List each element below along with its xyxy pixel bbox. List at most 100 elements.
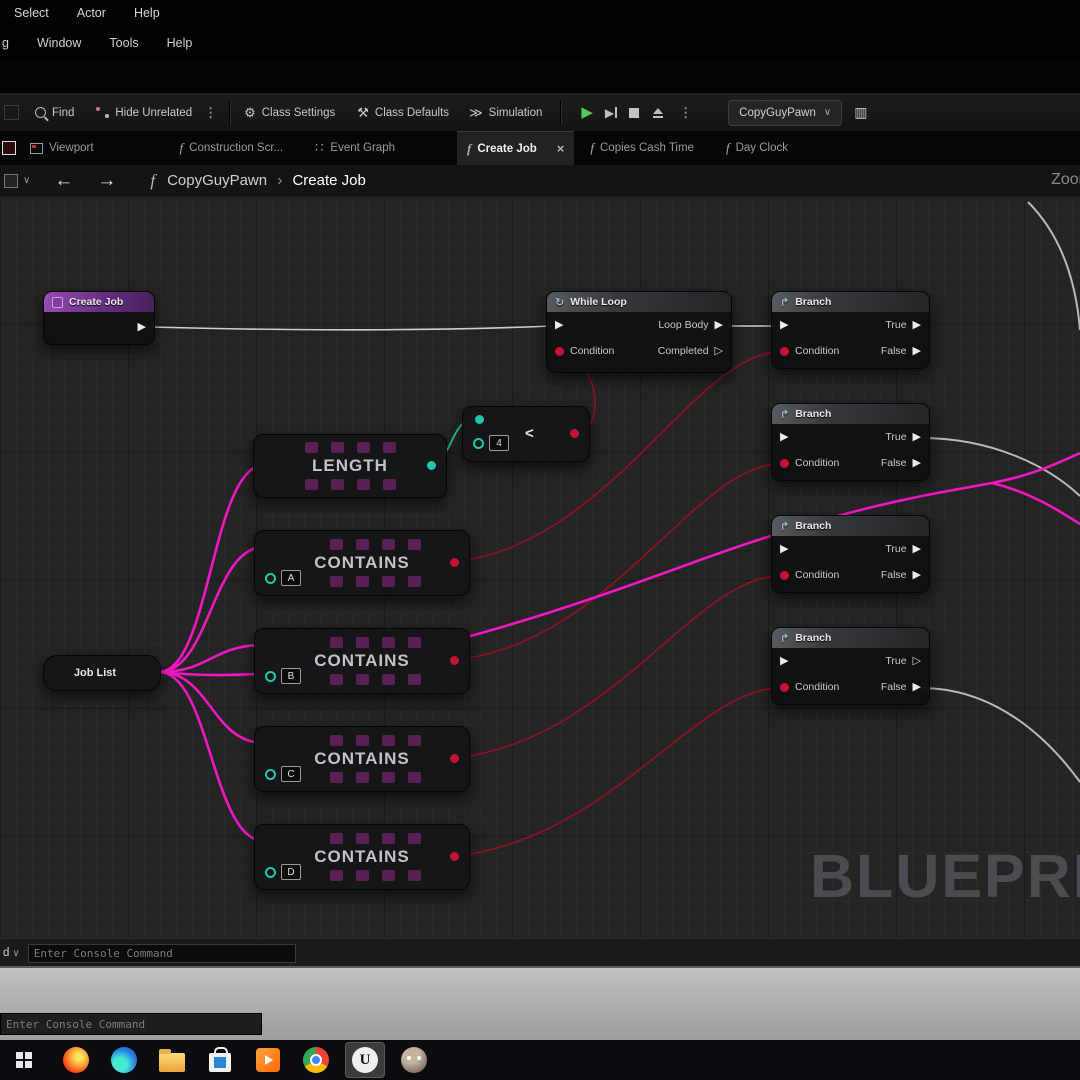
tab-event-graph[interactable]: ∷ Event Graph <box>305 131 405 165</box>
int-in-pin-a[interactable] <box>475 415 484 424</box>
contains-node-a[interactable]: CONTAINS A <box>254 530 470 596</box>
array-in-pin[interactable] <box>262 461 273 472</box>
bool-out-pin[interactable] <box>450 852 459 861</box>
forward-button[interactable]: → <box>97 171 116 190</box>
array-out-pin[interactable] <box>141 668 152 679</box>
graph-canvas[interactable]: Create Job ▶ ↻ While Loop ▶ Loop Body ▶ <box>0 196 1080 938</box>
breadcrumb-parent[interactable]: CopyGuyPawn <box>167 172 267 189</box>
item-value-input[interactable]: C <box>281 766 301 782</box>
item-in-pin[interactable] <box>265 867 276 878</box>
dock-icon[interactable] <box>4 174 18 188</box>
taskbar-file-explorer[interactable] <box>148 1040 196 1080</box>
false-exec-pin[interactable]: ▶ <box>913 458 921 469</box>
true-exec-pin[interactable]: ▷ <box>913 656 921 667</box>
console-command-input-secondary[interactable] <box>0 1013 262 1035</box>
object-browser-icon[interactable]: ▥ <box>854 104 867 121</box>
chevron-down-icon[interactable]: ∨ <box>23 175 30 186</box>
menu-help-2[interactable]: Help <box>153 36 207 50</box>
contains-node-b[interactable]: CONTAINS B <box>254 628 470 694</box>
bool-out-pin[interactable] <box>450 558 459 567</box>
condition-pin[interactable] <box>780 347 789 356</box>
branch-node-2[interactable]: ↱ Branch ▶ True▶ Condition False▶ <box>771 403 930 481</box>
true-exec-pin[interactable]: ▶ <box>913 432 921 443</box>
menu-debug-clipped[interactable]: g <box>0 36 23 50</box>
item-value-input[interactable]: D <box>281 864 301 880</box>
debug-object-dropdown[interactable]: CopyGuyPawn ∨ <box>728 100 842 126</box>
class-settings-button[interactable]: ⚙ Class Settings <box>244 105 335 121</box>
true-exec-pin[interactable]: ▶ <box>913 320 921 331</box>
while-loop-node[interactable]: ↻ While Loop ▶ Loop Body ▶ Condition Com… <box>546 291 732 373</box>
item-in-pin[interactable] <box>265 769 276 780</box>
tab-day-clock[interactable]: f Day Clock <box>716 131 798 165</box>
menu-actor[interactable]: Actor <box>63 6 120 20</box>
taskbar-unreal-active[interactable]: U <box>345 1042 385 1078</box>
exec-in-pin[interactable]: ▶ <box>555 320 563 331</box>
bool-out-pin[interactable] <box>450 656 459 665</box>
exec-in-pin[interactable]: ▶ <box>780 432 788 443</box>
taskbar-gimp[interactable] <box>390 1040 438 1080</box>
console-command-input[interactable] <box>28 944 296 963</box>
branch-node-4[interactable]: ↱ Branch ▶ True▷ Condition False▶ <box>771 627 930 705</box>
play-options-icon[interactable]: ⋮ <box>679 105 692 121</box>
taskbar-movies[interactable] <box>244 1040 292 1080</box>
true-exec-pin[interactable]: ▶ <box>913 544 921 555</box>
item-value-input[interactable]: B <box>281 668 301 684</box>
item-value-input[interactable]: A <box>281 570 301 586</box>
int-value-input[interactable]: 4 <box>489 435 509 451</box>
hide-unrelated-button[interactable]: Hide Unrelated <box>96 107 192 119</box>
play-button[interactable]: ▶ <box>581 105 593 120</box>
find-button[interactable]: Find <box>35 107 74 119</box>
console-dropdown-clipped[interactable]: d <box>3 947 9 959</box>
close-icon[interactable]: × <box>557 141 565 156</box>
array-in-pin[interactable] <box>263 543 274 554</box>
contains-node-c[interactable]: CONTAINS C <box>254 726 470 792</box>
condition-pin[interactable] <box>555 347 564 356</box>
condition-pin[interactable] <box>780 683 789 692</box>
tab-copies-cash-time[interactable]: f Copies Cash Time <box>580 131 704 165</box>
false-exec-pin[interactable]: ▶ <box>913 570 921 581</box>
window-menu-icon[interactable] <box>4 105 19 120</box>
taskbar-store[interactable] <box>196 1040 244 1080</box>
completed-exec-pin[interactable]: ▷ <box>715 346 723 357</box>
simulation-button[interactable]: ≫ Simulation <box>469 105 542 121</box>
tab-create-job[interactable]: f Create Job × <box>457 131 574 166</box>
tab-construction-script[interactable]: f Construction Scr... <box>170 131 294 165</box>
bool-out-pin[interactable] <box>570 429 579 438</box>
class-defaults-button[interactable]: ⚒ Class Defaults <box>357 105 449 121</box>
eject-button[interactable] <box>653 108 663 114</box>
taskbar-chrome[interactable] <box>292 1040 340 1080</box>
loop-body-exec-pin[interactable]: ▶ <box>715 320 723 331</box>
job-list-node[interactable]: Job List <box>43 655 161 691</box>
item-in-pin[interactable] <box>265 573 276 584</box>
int-out-pin[interactable] <box>427 461 436 470</box>
taskbar-edge[interactable] <box>100 1040 148 1080</box>
condition-pin[interactable] <box>780 571 789 580</box>
tab-viewport[interactable]: Viewport <box>20 131 104 165</box>
exec-out-pin[interactable]: ▶ <box>138 322 146 333</box>
create-job-node[interactable]: Create Job ▶ <box>43 291 155 345</box>
branch-node-3[interactable]: ↱ Branch ▶ True▶ Condition False▶ <box>771 515 930 593</box>
false-exec-pin[interactable]: ▶ <box>913 682 921 693</box>
item-in-pin[interactable] <box>265 671 276 682</box>
false-exec-pin[interactable]: ▶ <box>913 346 921 357</box>
contains-node-d[interactable]: CONTAINS D <box>254 824 470 890</box>
array-in-pin[interactable] <box>263 837 274 848</box>
taskbar-firefox[interactable] <box>52 1040 100 1080</box>
back-button[interactable]: ← <box>54 171 73 190</box>
bool-out-pin[interactable] <box>450 754 459 763</box>
condition-pin[interactable] <box>780 459 789 468</box>
menu-select[interactable]: Select <box>0 6 63 20</box>
exec-in-pin[interactable]: ▶ <box>780 544 788 555</box>
less-than-node[interactable]: 4 < <box>462 406 590 462</box>
menu-window[interactable]: Window <box>23 36 95 50</box>
exec-in-pin[interactable]: ▶ <box>780 656 788 667</box>
array-in-pin[interactable] <box>263 641 274 652</box>
branch-node-1[interactable]: ↱ Branch ▶ True▶ Condition False▶ <box>771 291 930 369</box>
hide-unrelated-options-icon[interactable]: ⋮ <box>204 105 217 121</box>
frame-skip-button[interactable]: ▶ <box>605 106 617 120</box>
menu-help[interactable]: Help <box>120 6 174 20</box>
stop-button[interactable] <box>629 108 639 118</box>
array-in-pin[interactable] <box>263 739 274 750</box>
chevron-down-icon[interactable]: ∨ <box>12 948 19 959</box>
length-node[interactable]: LENGTH <box>253 434 447 498</box>
